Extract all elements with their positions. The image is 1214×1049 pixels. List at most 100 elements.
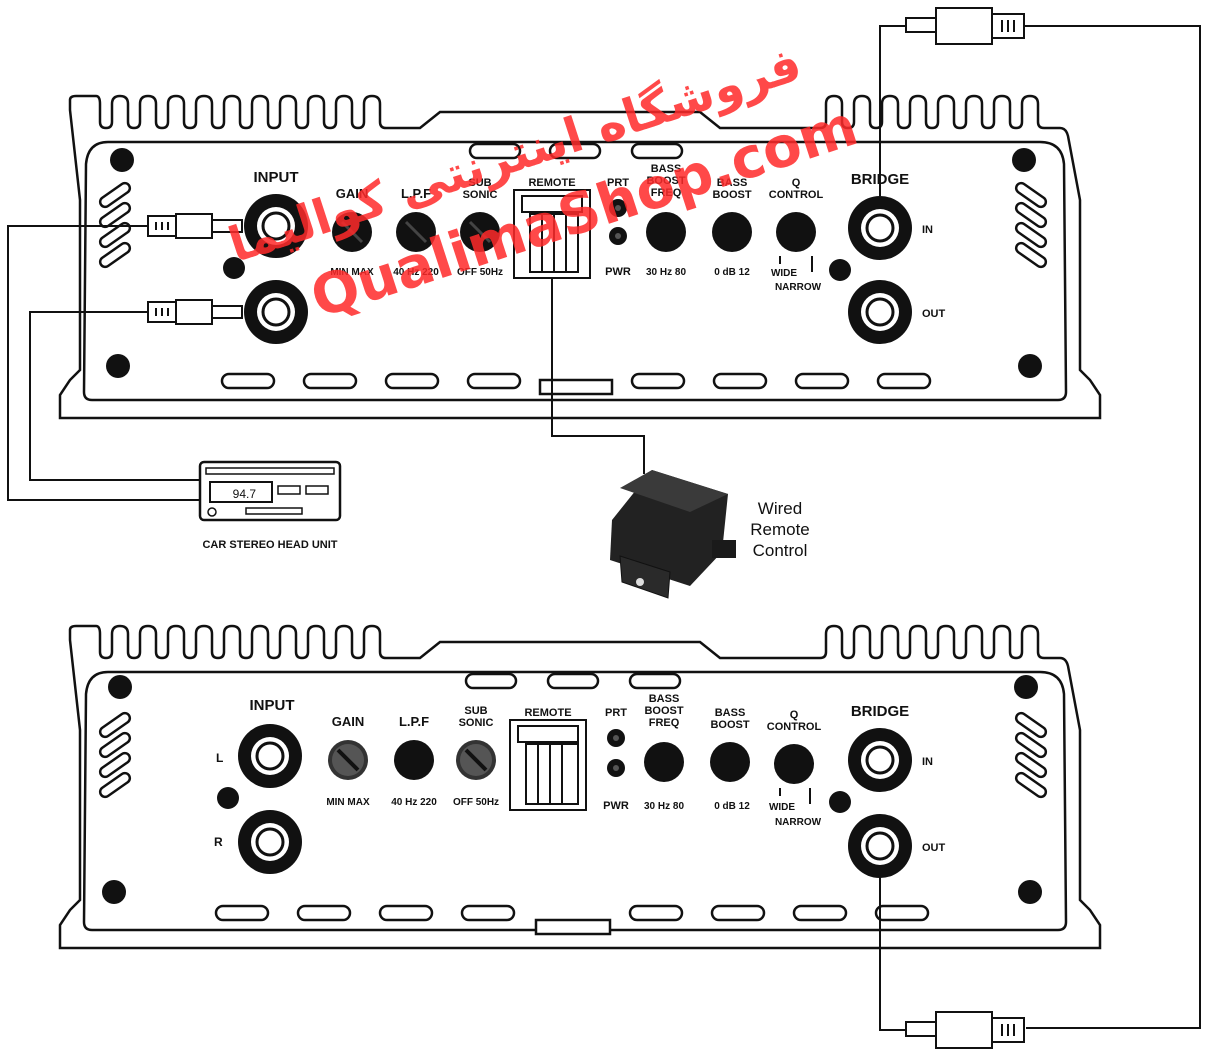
bridge-label: BRIDGE bbox=[851, 703, 909, 720]
bass-boost-knob bbox=[712, 212, 752, 252]
bass2-label: BASS bbox=[717, 177, 748, 189]
q-control-knob bbox=[774, 744, 814, 784]
lpf-scale: 40 Hz 220 bbox=[391, 797, 437, 808]
lpf-knob bbox=[394, 740, 434, 780]
bridge-in-jack bbox=[848, 728, 912, 792]
side-vent-right bbox=[1014, 181, 1048, 269]
led-indicator bbox=[829, 791, 851, 813]
remote-label: REMOTE bbox=[528, 177, 575, 189]
input-l-label: L bbox=[216, 751, 223, 765]
bridge-out-label: OUT bbox=[922, 842, 946, 854]
screw-icon bbox=[106, 148, 1042, 378]
input-jack-top bbox=[244, 194, 308, 258]
input-label: INPUT bbox=[250, 697, 295, 714]
bb-scale: 0 dB 12 bbox=[714, 267, 750, 278]
narrow-label: NARROW bbox=[775, 282, 822, 293]
car-stereo-head-unit: 94.7 bbox=[198, 460, 342, 522]
boost2-label: BOOST bbox=[710, 719, 749, 731]
boost-label: BOOST bbox=[644, 705, 683, 717]
bridge-in-label: IN bbox=[922, 224, 933, 236]
input-jack-right bbox=[238, 810, 302, 874]
lpf-label: L.P.F bbox=[401, 186, 431, 201]
bridge-out-jack bbox=[848, 814, 912, 878]
sonic-label: SONIC bbox=[459, 717, 494, 729]
q-control-knob bbox=[776, 212, 816, 252]
bridge-in-jack bbox=[848, 196, 912, 260]
wire-remote bbox=[551, 278, 645, 474]
input-r-label: R bbox=[214, 835, 223, 849]
led-indicator bbox=[829, 259, 851, 281]
input-jack-left bbox=[238, 724, 302, 788]
pwr-label: PWR bbox=[603, 800, 629, 812]
wire-right-rail bbox=[1024, 25, 1201, 1029]
remote-label: REMOTE bbox=[524, 707, 571, 719]
bass-label: BASS bbox=[649, 693, 680, 705]
prt-label: PRT bbox=[605, 707, 627, 719]
lpf-label: L.P.F bbox=[399, 714, 429, 729]
head-unit-caption: CAR STEREO HEAD UNIT bbox=[202, 539, 337, 551]
bass-boost-knob bbox=[710, 742, 750, 782]
wide-label: WIDE bbox=[771, 268, 797, 279]
side-vent-left bbox=[98, 181, 132, 269]
sonic-label: SONIC bbox=[463, 189, 498, 201]
led-indicator bbox=[217, 787, 239, 809]
gain-knob bbox=[328, 740, 368, 780]
bass-label: BASS bbox=[651, 163, 682, 175]
control-label: CONTROL bbox=[767, 721, 822, 733]
gain-scale: MIN MAX bbox=[326, 797, 370, 808]
wires bbox=[7, 25, 1201, 1031]
bottom-slots bbox=[214, 904, 930, 936]
top-slots bbox=[464, 672, 682, 690]
screw-icon bbox=[102, 675, 1042, 904]
lpf-knob bbox=[396, 212, 436, 252]
heatsink-fins bbox=[58, 94, 1102, 420]
q-label: Q bbox=[792, 177, 801, 189]
freq-label: FREQ bbox=[651, 187, 682, 199]
rca-plug-icon bbox=[147, 7, 1025, 1049]
bass-boost-freq-knob bbox=[644, 742, 684, 782]
control-label: CONTROL bbox=[769, 189, 824, 201]
sub-label: SUB bbox=[464, 705, 487, 717]
amplifier-bottom: INPUT L R GAIN MIN MAX L.P.F 40 Hz 220 S… bbox=[58, 624, 1102, 950]
subsonic-scale: OFF 50Hz bbox=[453, 797, 499, 808]
wire-bridge-bottom bbox=[879, 876, 906, 1031]
wire-input-right bbox=[29, 311, 200, 481]
gain-label: GAIN bbox=[336, 186, 369, 201]
input-label: INPUT bbox=[254, 169, 299, 186]
remote-port bbox=[509, 719, 587, 811]
wire-input-left bbox=[7, 225, 200, 501]
bb-scale: 0 dB 12 bbox=[714, 801, 750, 812]
remote-caption-line2: Remote bbox=[750, 520, 810, 539]
input-jack-bottom bbox=[244, 280, 308, 344]
pwr-label: PWR bbox=[605, 266, 631, 278]
sub-label: SUB bbox=[468, 177, 491, 189]
wired-remote-control bbox=[610, 470, 736, 599]
bass-boost-freq-knob bbox=[646, 212, 686, 252]
boost2-label: BOOST bbox=[712, 189, 751, 201]
subsonic-scale: OFF 50Hz bbox=[457, 267, 503, 278]
bridge-out-jack bbox=[848, 280, 912, 344]
remote-port bbox=[513, 189, 591, 279]
boost-label: BOOST bbox=[646, 175, 685, 187]
side-vent-right bbox=[1014, 711, 1048, 799]
prt-label: PRT bbox=[607, 177, 629, 189]
bb-freq-scale: 30 Hz 80 bbox=[646, 267, 686, 278]
amplifier-top: INPUT R GAIN MIN MAX L.P.F 40 Hz 220 SUB bbox=[58, 94, 1102, 420]
bridge-out-label: OUT bbox=[922, 308, 946, 320]
wire-bridge-top bbox=[879, 25, 906, 196]
gain-knob bbox=[332, 212, 372, 252]
gain-label: GAIN bbox=[332, 714, 365, 729]
heatsink-fins bbox=[58, 624, 1102, 950]
lpf-scale: 40 Hz 220 bbox=[393, 267, 439, 278]
head-unit-display: 94.7 bbox=[233, 487, 257, 501]
top-slots bbox=[468, 142, 684, 160]
q-label: Q bbox=[790, 709, 799, 721]
remote-caption-line3: Control bbox=[753, 541, 808, 560]
led-indicator bbox=[223, 257, 245, 279]
gain-scale: MIN MAX bbox=[330, 267, 374, 278]
side-vent-left bbox=[98, 711, 132, 799]
bridge-in-label: IN bbox=[922, 756, 933, 768]
narrow-label: NARROW bbox=[775, 817, 822, 828]
wide-label: WIDE bbox=[769, 802, 795, 813]
